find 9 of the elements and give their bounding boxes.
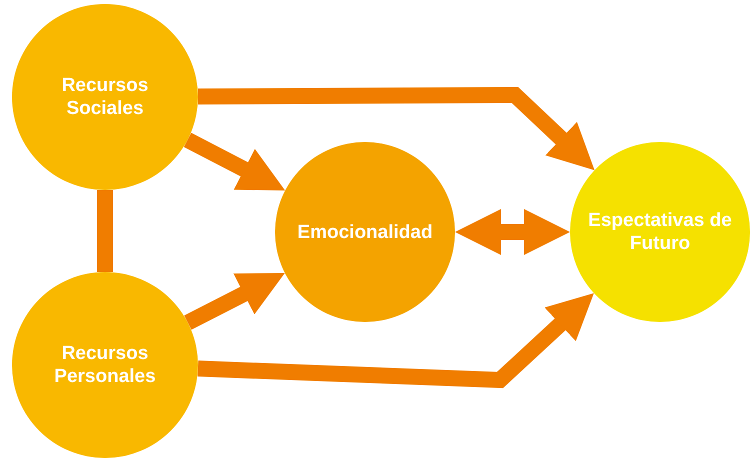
arrow [184, 272, 285, 330]
node-label: Recursos Sociales [60, 74, 150, 120]
arrow [455, 209, 570, 255]
arrow [184, 132, 286, 191]
node-label: Espectativas de Futuro [587, 209, 733, 255]
arrow [198, 293, 594, 388]
node-label: Emocionalidad [297, 220, 433, 244]
arrow [198, 86, 595, 170]
node-label: Recursos Personales [53, 342, 157, 388]
